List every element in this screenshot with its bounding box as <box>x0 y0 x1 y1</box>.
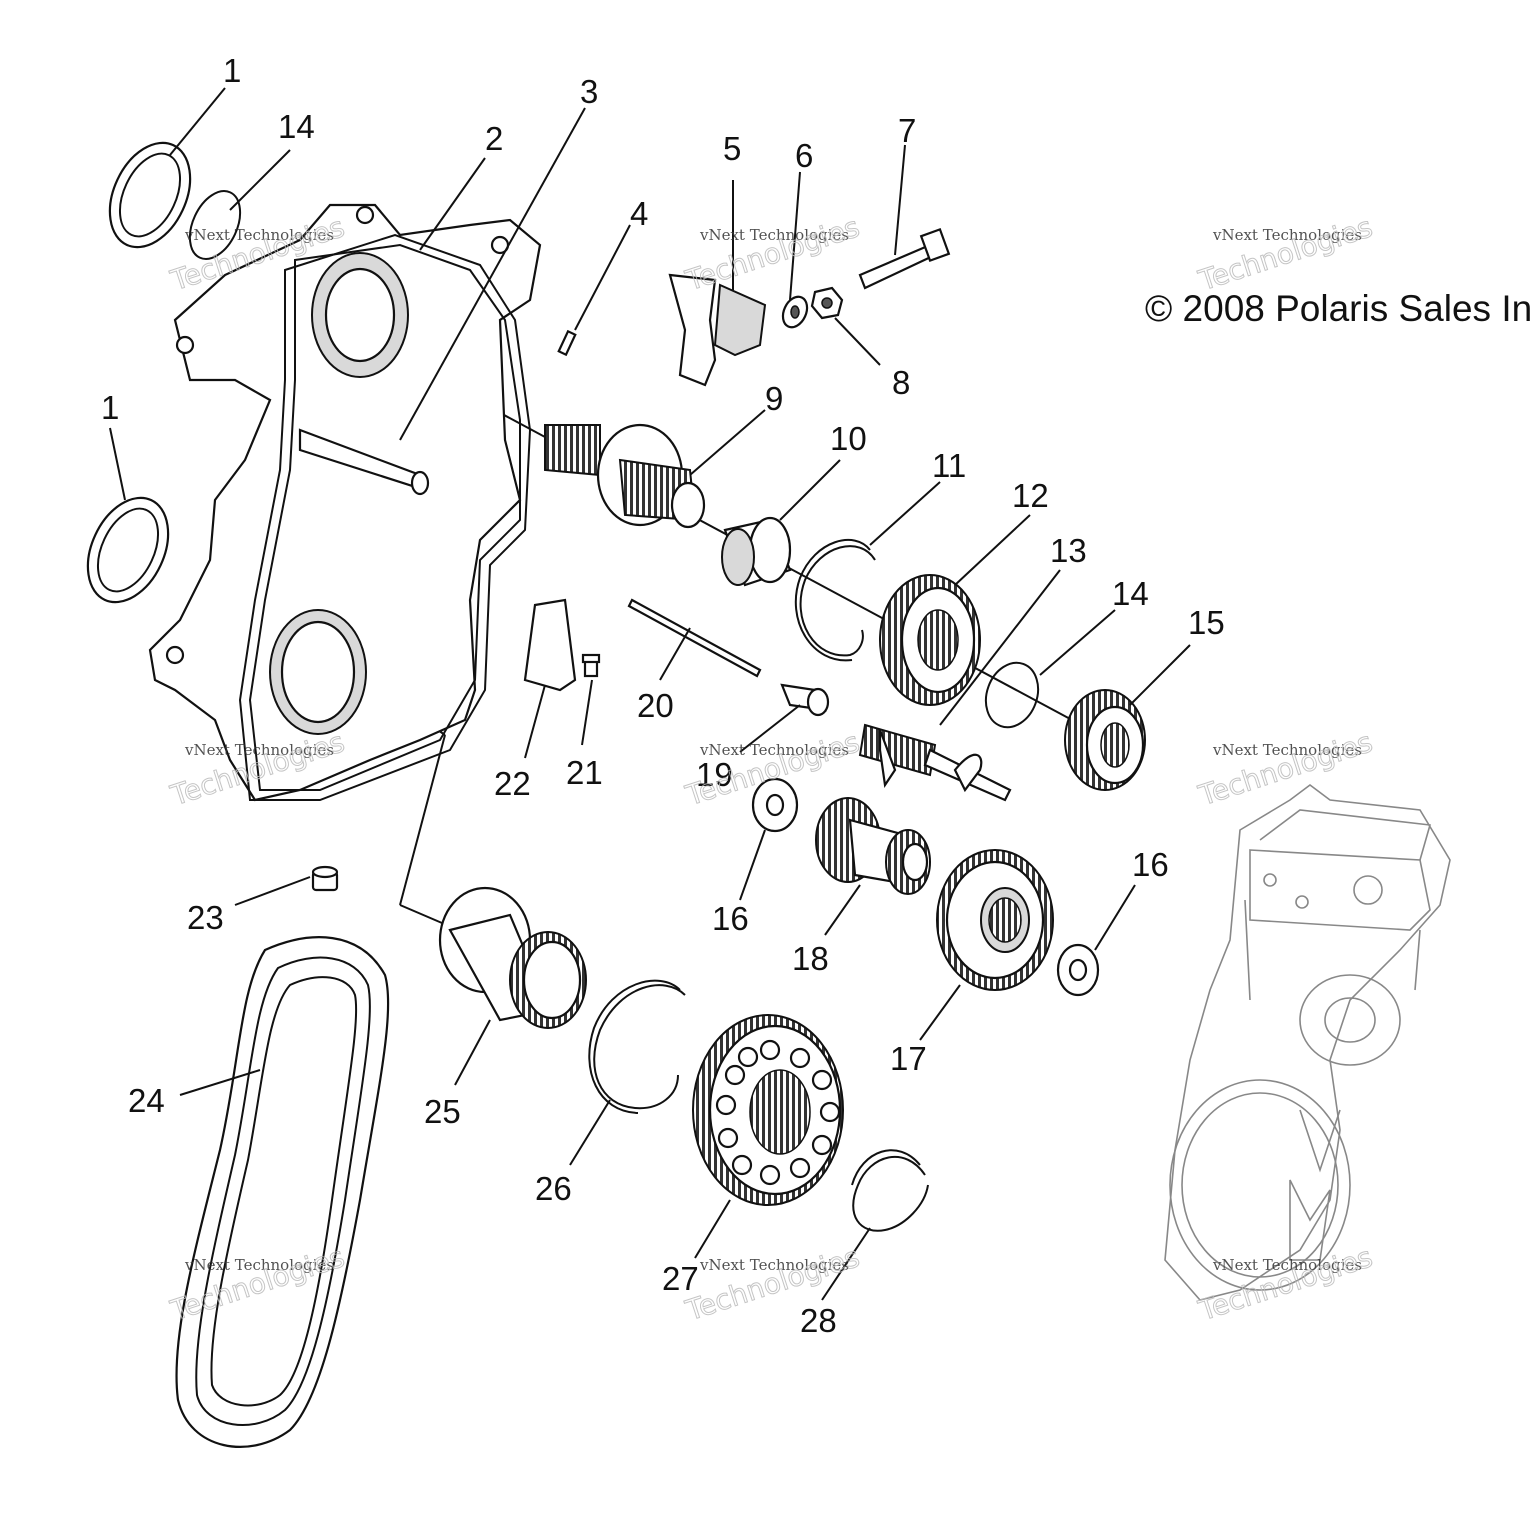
svg-text:Technologies: Technologies <box>681 210 863 297</box>
svg-text:vNext Technologies: vNext Technologies <box>184 741 334 759</box>
snap-ring-part-14-right <box>984 661 1040 729</box>
callout-1-upper: 1 <box>223 52 241 89</box>
callout-26: 26 <box>535 1170 572 1207</box>
drive-belt-part-24 <box>175 936 390 1448</box>
callout-9: 9 <box>765 380 783 417</box>
pad-part-22 <box>523 598 577 692</box>
svg-text:vNext Technologies: vNext Technologies <box>184 1256 334 1274</box>
callout-8: 8 <box>892 364 910 401</box>
sprocket-hub-part-25 <box>438 886 587 1029</box>
gear-cluster-part-18 <box>815 797 931 895</box>
svg-text:vNext Technologies: vNext Technologies <box>1212 226 1362 244</box>
callout-14-right: 14 <box>1112 575 1149 612</box>
callout-4: 4 <box>630 195 648 232</box>
shaft-part-3 <box>298 428 430 496</box>
callout-1-lower: 1 <box>101 389 119 426</box>
svg-text:vNext Technologies: vNext Technologies <box>184 226 334 244</box>
snap-ring-part-11 <box>794 538 876 662</box>
bearing-part-10 <box>721 516 792 587</box>
callout-22: 22 <box>494 765 531 802</box>
snap-ring-part-28 <box>851 1149 929 1232</box>
callout-5: 5 <box>723 130 741 167</box>
seal-part-1-lower <box>86 496 170 604</box>
callout-17: 17 <box>890 1040 927 1077</box>
callout-2: 2 <box>485 120 503 157</box>
callout-13: 13 <box>1050 532 1087 569</box>
shift-fork-part-13 <box>858 723 1012 802</box>
callout-18: 18 <box>792 940 829 977</box>
tensioner-part-5 <box>668 273 767 387</box>
snap-ring-part-14-upper <box>188 190 242 260</box>
callout-14-upper: 14 <box>278 108 315 145</box>
gear-part-15 <box>1064 689 1146 791</box>
svg-text:vNext Technologies: vNext Technologies <box>1212 1256 1362 1274</box>
collar-part-19 <box>780 683 830 717</box>
gear-part-17 <box>936 849 1054 991</box>
thrust-washer-part-16-right <box>1056 943 1100 997</box>
svg-text:Technologies: Technologies <box>1194 1240 1376 1327</box>
plug-part-23 <box>311 865 339 892</box>
callout-24: 24 <box>128 1082 165 1119</box>
watermark-2: vNext Technologies Technologies <box>681 210 864 298</box>
assembled-gearcase-view <box>1164 784 1451 1301</box>
rod-part-20 <box>627 598 762 678</box>
nut-part-8 <box>810 286 844 320</box>
sprocket-holes <box>715 1039 841 1186</box>
svg-text:vNext Technologies: vNext Technologies <box>699 226 849 244</box>
screw-part-21 <box>581 653 601 678</box>
washer-part-6 <box>781 295 809 329</box>
callout-16-right: 16 <box>1132 846 1169 883</box>
callout-25: 25 <box>424 1093 461 1130</box>
callout-11: 11 <box>932 447 966 484</box>
watermark-9: vNext Technologies Technologies <box>1194 1240 1377 1328</box>
seal-part-1-upper <box>108 141 192 249</box>
callout-12: 12 <box>1012 477 1049 514</box>
svg-text:Technologies: Technologies <box>1194 725 1376 812</box>
watermark-6: vNext Technologies Technologies <box>1194 725 1377 813</box>
watermark-3: vNext Technologies Technologies <box>1194 210 1377 298</box>
thrust-washer-part-16-left <box>751 777 799 833</box>
callout-3: 3 <box>580 73 598 110</box>
callout-labels: 1 1 2 3 4 5 6 7 8 9 10 11 12 13 14 14 15… <box>101 52 1225 1339</box>
callout-27: 27 <box>662 1260 699 1297</box>
copyright-notice: © 2008 Polaris Sales In <box>1145 288 1532 329</box>
callout-7: 7 <box>898 112 916 149</box>
callout-28: 28 <box>800 1302 837 1339</box>
callout-20: 20 <box>637 687 674 724</box>
dowel-pin-part-4 <box>557 329 577 357</box>
splined-shaft-part-9 <box>544 423 706 529</box>
snap-ring-part-26 <box>588 979 686 1114</box>
leader-lines <box>109 87 1191 1301</box>
gear-part-12 <box>879 574 981 706</box>
large-sprocket-part-27 <box>692 1014 844 1206</box>
callout-15: 15 <box>1188 604 1225 641</box>
bolt-part-7 <box>858 227 951 290</box>
callout-19: 19 <box>696 756 733 793</box>
callout-10: 10 <box>830 420 867 457</box>
callout-23: 23 <box>187 899 224 936</box>
svg-text:vNext Technologies: vNext Technologies <box>1212 741 1362 759</box>
callout-21: 21 <box>566 754 603 791</box>
svg-text:vNext Technologies: vNext Technologies <box>699 741 849 759</box>
gearcase-housing-part-2 <box>148 203 542 802</box>
svg-text:vNext Technologies: vNext Technologies <box>699 1256 849 1274</box>
svg-text:Technologies: Technologies <box>1194 210 1376 297</box>
callout-16-left: 16 <box>712 900 749 937</box>
callout-6: 6 <box>795 137 813 174</box>
